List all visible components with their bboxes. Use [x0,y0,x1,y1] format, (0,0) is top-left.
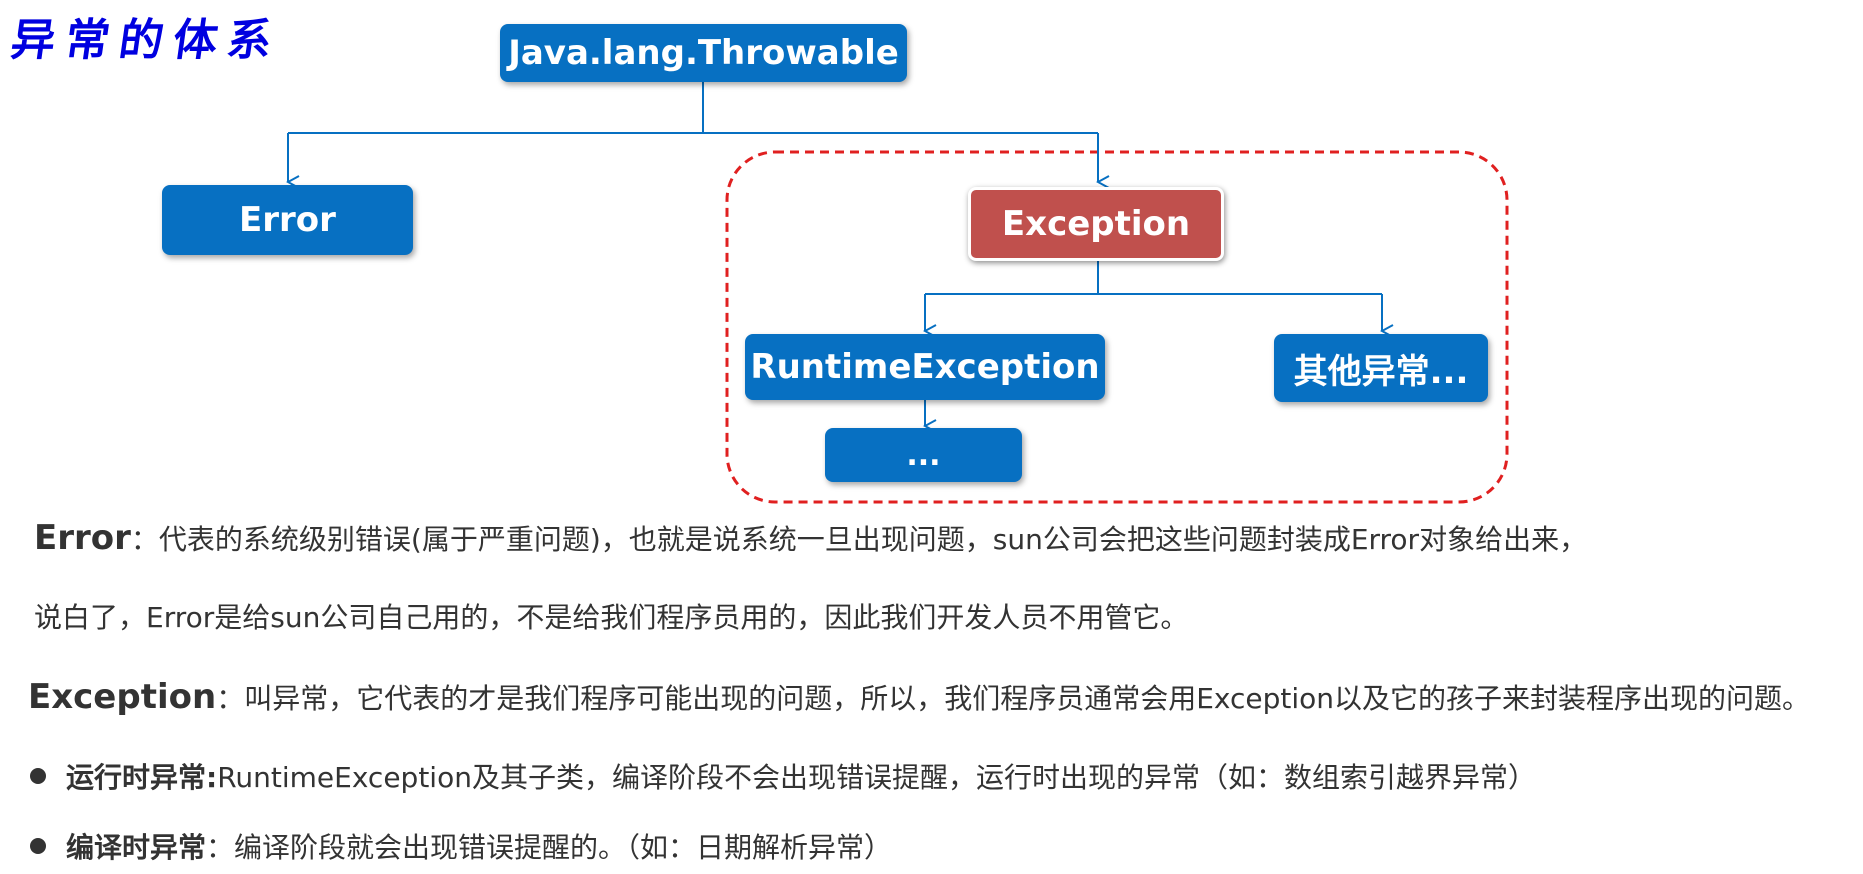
node-exception: Exception [968,187,1224,261]
error-keyword: Error [34,518,131,558]
node-runtime-exception: RuntimeException [745,334,1105,400]
bullet-checked-text: ：编译阶段就会出现错误提醒的。（如：日期解析异常） [206,831,893,864]
bullet-dot-icon [30,838,46,854]
node-throwable: Java.lang.Throwable [500,24,907,82]
bullet-checked-key: 编译时异常 [66,831,207,864]
error-description-line2: 说白了，Error是给sun公司自己用的，不是给我们程序员用的，因此我们开发人员… [34,601,1189,634]
node-runtime-child: ... [825,428,1022,482]
exception-text: ：叫异常，它代表的才是我们程序可能出现的问题，所以，我们程序员通常会用Excep… [216,682,1810,715]
exception-description: Exception：叫异常，它代表的才是我们程序可能出现的问题，所以，我们程序员… [28,677,1810,717]
exception-group-border [725,150,1509,504]
bullet-runtime-exceptions: 运行时异常: RuntimeException及其子类，编译阶段不会出现错误提醒… [30,756,1536,796]
error-text-1: ：代表的系统级别错误(属于严重问题)，也就是说系统一旦出现问题，sun公司会把这… [130,523,1588,556]
exception-keyword: Exception [28,677,217,717]
bullet-runtime-text: RuntimeException及其子类，编译阶段不会出现错误提醒，运行时出现的… [217,761,1536,794]
bullet-checked-exceptions: 编译时异常 ：编译阶段就会出现错误提醒的。（如：日期解析异常） [30,826,892,866]
node-error: Error [162,185,413,255]
bullet-dot-icon [30,768,46,784]
bullet-runtime-key: 运行时异常: [66,761,218,794]
error-description-line1: Error：代表的系统级别错误(属于严重问题)，也就是说系统一旦出现问题，sun… [34,518,1587,558]
node-other-exceptions: 其他异常... [1274,334,1488,402]
